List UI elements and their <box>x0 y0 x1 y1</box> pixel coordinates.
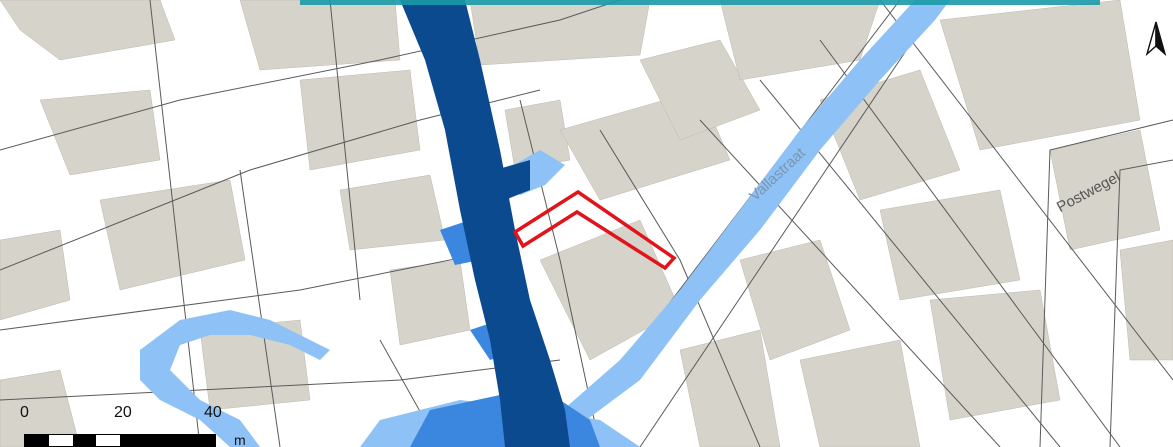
title-strip-remnant <box>300 0 1100 5</box>
building <box>0 0 176 61</box>
scale-segments <box>24 434 216 447</box>
building <box>739 239 851 361</box>
highlighted-parcel[interactable] <box>512 189 677 271</box>
scale-segment <box>167 435 192 446</box>
scale-segment <box>120 435 144 446</box>
parcel-line <box>699 119 1001 447</box>
scale-tick-20: 20 <box>114 404 132 421</box>
building <box>1119 239 1173 361</box>
parcel-line <box>329 0 361 301</box>
building <box>299 69 421 171</box>
parcel-line <box>879 0 1173 381</box>
building <box>389 259 471 346</box>
parcel-line <box>1109 159 1173 447</box>
parcel-line <box>149 0 201 447</box>
scale-unit: m <box>234 432 246 447</box>
building <box>879 189 1021 301</box>
building <box>469 0 651 66</box>
building <box>639 39 761 141</box>
building <box>0 229 71 321</box>
scale-segment <box>72 435 97 446</box>
parcel-line <box>0 0 621 151</box>
scale-segment <box>96 435 120 446</box>
scale-bar: 0 20 40 m <box>14 404 264 447</box>
flood-channel <box>400 0 570 447</box>
building <box>99 179 246 291</box>
building <box>39 89 161 176</box>
building <box>929 289 1061 421</box>
flood-zone-street <box>540 0 950 447</box>
scale-segment <box>143 435 168 446</box>
building <box>504 99 571 171</box>
parcel-line <box>239 169 281 447</box>
parcel-line <box>0 249 501 331</box>
north-arrow-icon <box>1145 20 1167 60</box>
scale-tick-40: 40 <box>204 404 222 421</box>
building <box>939 0 1141 151</box>
building <box>799 339 921 447</box>
parcel-line <box>639 0 941 447</box>
flood-zone-dark <box>495 160 530 200</box>
parcel-line <box>519 99 601 447</box>
building <box>239 0 401 71</box>
parcel-line <box>599 129 761 447</box>
building <box>1049 129 1161 251</box>
parcel-line <box>1039 119 1173 447</box>
scale-segment <box>191 435 215 446</box>
parcel-line <box>819 39 1121 447</box>
flood-dark-layer <box>400 0 570 447</box>
flood-zone-pond <box>140 310 330 447</box>
scale-tick-0: 0 <box>20 404 29 421</box>
scale-segment <box>25 435 49 446</box>
scale-segment <box>48 435 73 446</box>
building <box>679 329 781 447</box>
building <box>0 369 81 447</box>
